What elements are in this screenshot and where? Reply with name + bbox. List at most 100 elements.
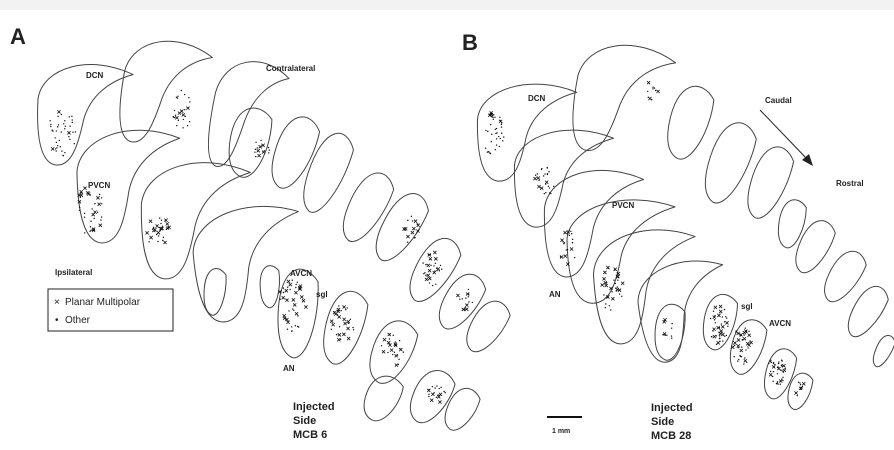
panel-a-cell-group-9-cross xyxy=(425,278,428,281)
legend-label-other: Other xyxy=(65,315,91,326)
panel-b-cell-group-7-cross xyxy=(743,337,746,340)
panel-a-cell-group-1-dot xyxy=(64,128,65,129)
panel-a-cell-group-3-dot xyxy=(184,109,185,110)
panel-a-cell-group-12-dot xyxy=(459,298,460,299)
panel-a-cell-group-3-dot xyxy=(189,121,190,122)
panel-a-cell-group-9-cross xyxy=(428,277,431,280)
panel-a-cell-group-5-cross xyxy=(262,151,265,154)
panel-b-cell-group-6-dot xyxy=(726,317,727,318)
panel-b-cell-group-8-dot xyxy=(770,371,771,372)
panel-a-cell-group-10-dot xyxy=(411,216,412,217)
panel-a-cell-group-1-cross xyxy=(57,110,60,113)
panel-a-cell-group-1-cross xyxy=(51,147,54,150)
panel-b-cell-group-8-dot xyxy=(770,360,771,361)
panel-a-cell-group-1-dot xyxy=(61,131,62,132)
panel-b-cell-group-1-dot xyxy=(501,133,502,134)
panel-a-cell-group-2-dot xyxy=(91,208,92,209)
panel-b-cell-group-6-dot xyxy=(713,311,714,312)
panel-a-cell-group-1-dot xyxy=(69,116,70,117)
panel-b-section-4 xyxy=(543,169,647,278)
panel-a-slice-10 xyxy=(461,295,514,359)
panel-a-cell-group-12-dot xyxy=(468,289,469,290)
panel-b-cell-group-9-dot xyxy=(798,382,799,383)
panel-a-cell-group-2-dot xyxy=(80,192,81,193)
panel-b-cell-group-8-dot xyxy=(781,360,782,361)
panel-a-cell-group-7-cross xyxy=(338,333,341,336)
panel-a-cell-group-7-dot xyxy=(348,323,349,324)
panel-a-cell-group-3-dot xyxy=(178,120,179,121)
panel-a-cell-group-12-dot xyxy=(472,302,473,303)
panel-a-cell-group-10-dot xyxy=(407,220,408,221)
panel-b-cell-group-7-dot xyxy=(748,331,749,332)
panel-a-cell-group-7-dot xyxy=(352,327,353,328)
panel-a-cell-group-1-dot xyxy=(63,123,64,124)
panel-b-cell-group-6-cross xyxy=(713,335,716,338)
panel-a-cell-group-6-dot xyxy=(292,308,293,309)
panel-b-cell-group-7-cross xyxy=(747,343,750,346)
panel-b-cells xyxy=(485,81,805,396)
panel-b-cell-group-4-cross xyxy=(621,282,624,285)
panel-b-cell-group-2-cross xyxy=(540,187,543,190)
panel-b-cell-group-3-dot xyxy=(572,239,573,240)
panel-a-cell-group-11-dot xyxy=(443,391,444,392)
panel-a-cell-group-2-dot xyxy=(101,203,102,204)
panel-a-cell-group-9-dot xyxy=(434,270,435,271)
panel-b-cell-group-6-cross xyxy=(719,310,722,313)
panel-b-cell-group-6-dot xyxy=(715,322,716,323)
panel-b-cell-group-8-cross xyxy=(779,379,782,382)
panel-b-cell-group-6-dot xyxy=(726,335,727,336)
panel-a-cell-group-10-cross xyxy=(411,231,414,234)
panel-b-cell-group-7-dot xyxy=(743,363,744,364)
panel-b-cell-group-8-dot xyxy=(774,364,775,365)
panel-a-cell-group-6-dot xyxy=(289,289,290,290)
panel-b-cell-group-8-dot xyxy=(777,382,778,383)
panel-a-cell-group-10-cross xyxy=(414,220,417,223)
panel-b-cell-group-7-dot xyxy=(736,330,737,331)
panel-a-cell-group-9-dot xyxy=(425,275,426,276)
panel-a-cell-group-8-cross xyxy=(395,363,398,366)
panel-a-cell-group-2-dot xyxy=(100,219,101,220)
panel-a-cell-group-2-dot xyxy=(80,197,81,198)
panel-a-cell-group-6-dot xyxy=(295,287,296,288)
panel-b-slice-3 xyxy=(742,142,796,223)
panel-b-cell-group-3-dot xyxy=(566,249,567,250)
panel-a-cell-group-4-dot xyxy=(160,230,161,231)
panel-b-cell-group-6-dot xyxy=(724,321,725,322)
panel-b-cell-group-5-dot xyxy=(652,87,653,88)
panel-a-cell-group-1-dot xyxy=(51,129,52,130)
panel-a-cell-group-4-cross xyxy=(157,231,160,234)
panel-a-cell-group-3-dot xyxy=(181,90,182,91)
panel-b-cell-group-10-dot xyxy=(671,327,672,328)
panel-b-cell-group-10-dot xyxy=(664,335,665,336)
panel-a-slice-9 xyxy=(433,268,490,337)
panel-a-cell-group-9-dot xyxy=(436,268,437,269)
panel-a-cell-group-1-dot xyxy=(49,120,50,121)
panel-a-section-5 xyxy=(140,161,254,280)
panel-b-cell-group-2-cross xyxy=(533,177,536,180)
panel-b-cell-group-7-cross xyxy=(740,349,743,352)
panel-a-cell-group-3-dot xyxy=(173,116,174,117)
panel-b-slice-4 xyxy=(777,199,807,250)
panel-a-cell-group-1-dot xyxy=(56,130,57,131)
panel-a-label-avcn: AVCN xyxy=(290,269,312,278)
panel-a-cell-group-8-cross xyxy=(383,338,386,341)
panel-a-cell-group-2-dot xyxy=(99,194,100,195)
panel-b-cell-group-6-dot xyxy=(719,327,720,328)
panel-b-cell-group-6-cross xyxy=(712,328,715,331)
panel-a-cell-group-6-dot xyxy=(283,292,284,293)
panel-a-cell-group-9-dot xyxy=(432,285,433,286)
panel-a-slice-11 xyxy=(405,365,458,430)
panel-a-cell-group-11-dot xyxy=(438,388,439,389)
panel-b-cell-group-8-dot xyxy=(778,367,779,368)
panel-a-cell-group-8-dot xyxy=(387,352,388,353)
panel-b-cell-group-6-dot xyxy=(716,335,717,336)
panel-a-cell-group-3-cross xyxy=(182,113,185,116)
panel-a-cell-group-7-cross xyxy=(343,322,346,325)
panel-a-cell-group-2-dot xyxy=(89,231,90,232)
panel-a-slice-16 xyxy=(204,269,226,316)
panel-a-cell-group-7-dot xyxy=(331,329,332,330)
panel-b-cell-group-2-dot xyxy=(550,193,551,194)
panel-b-cell-group-1-dot xyxy=(501,126,502,127)
panel-a-cell-group-3-dot xyxy=(174,117,175,118)
panel-b-cell-group-4-dot xyxy=(611,291,612,292)
